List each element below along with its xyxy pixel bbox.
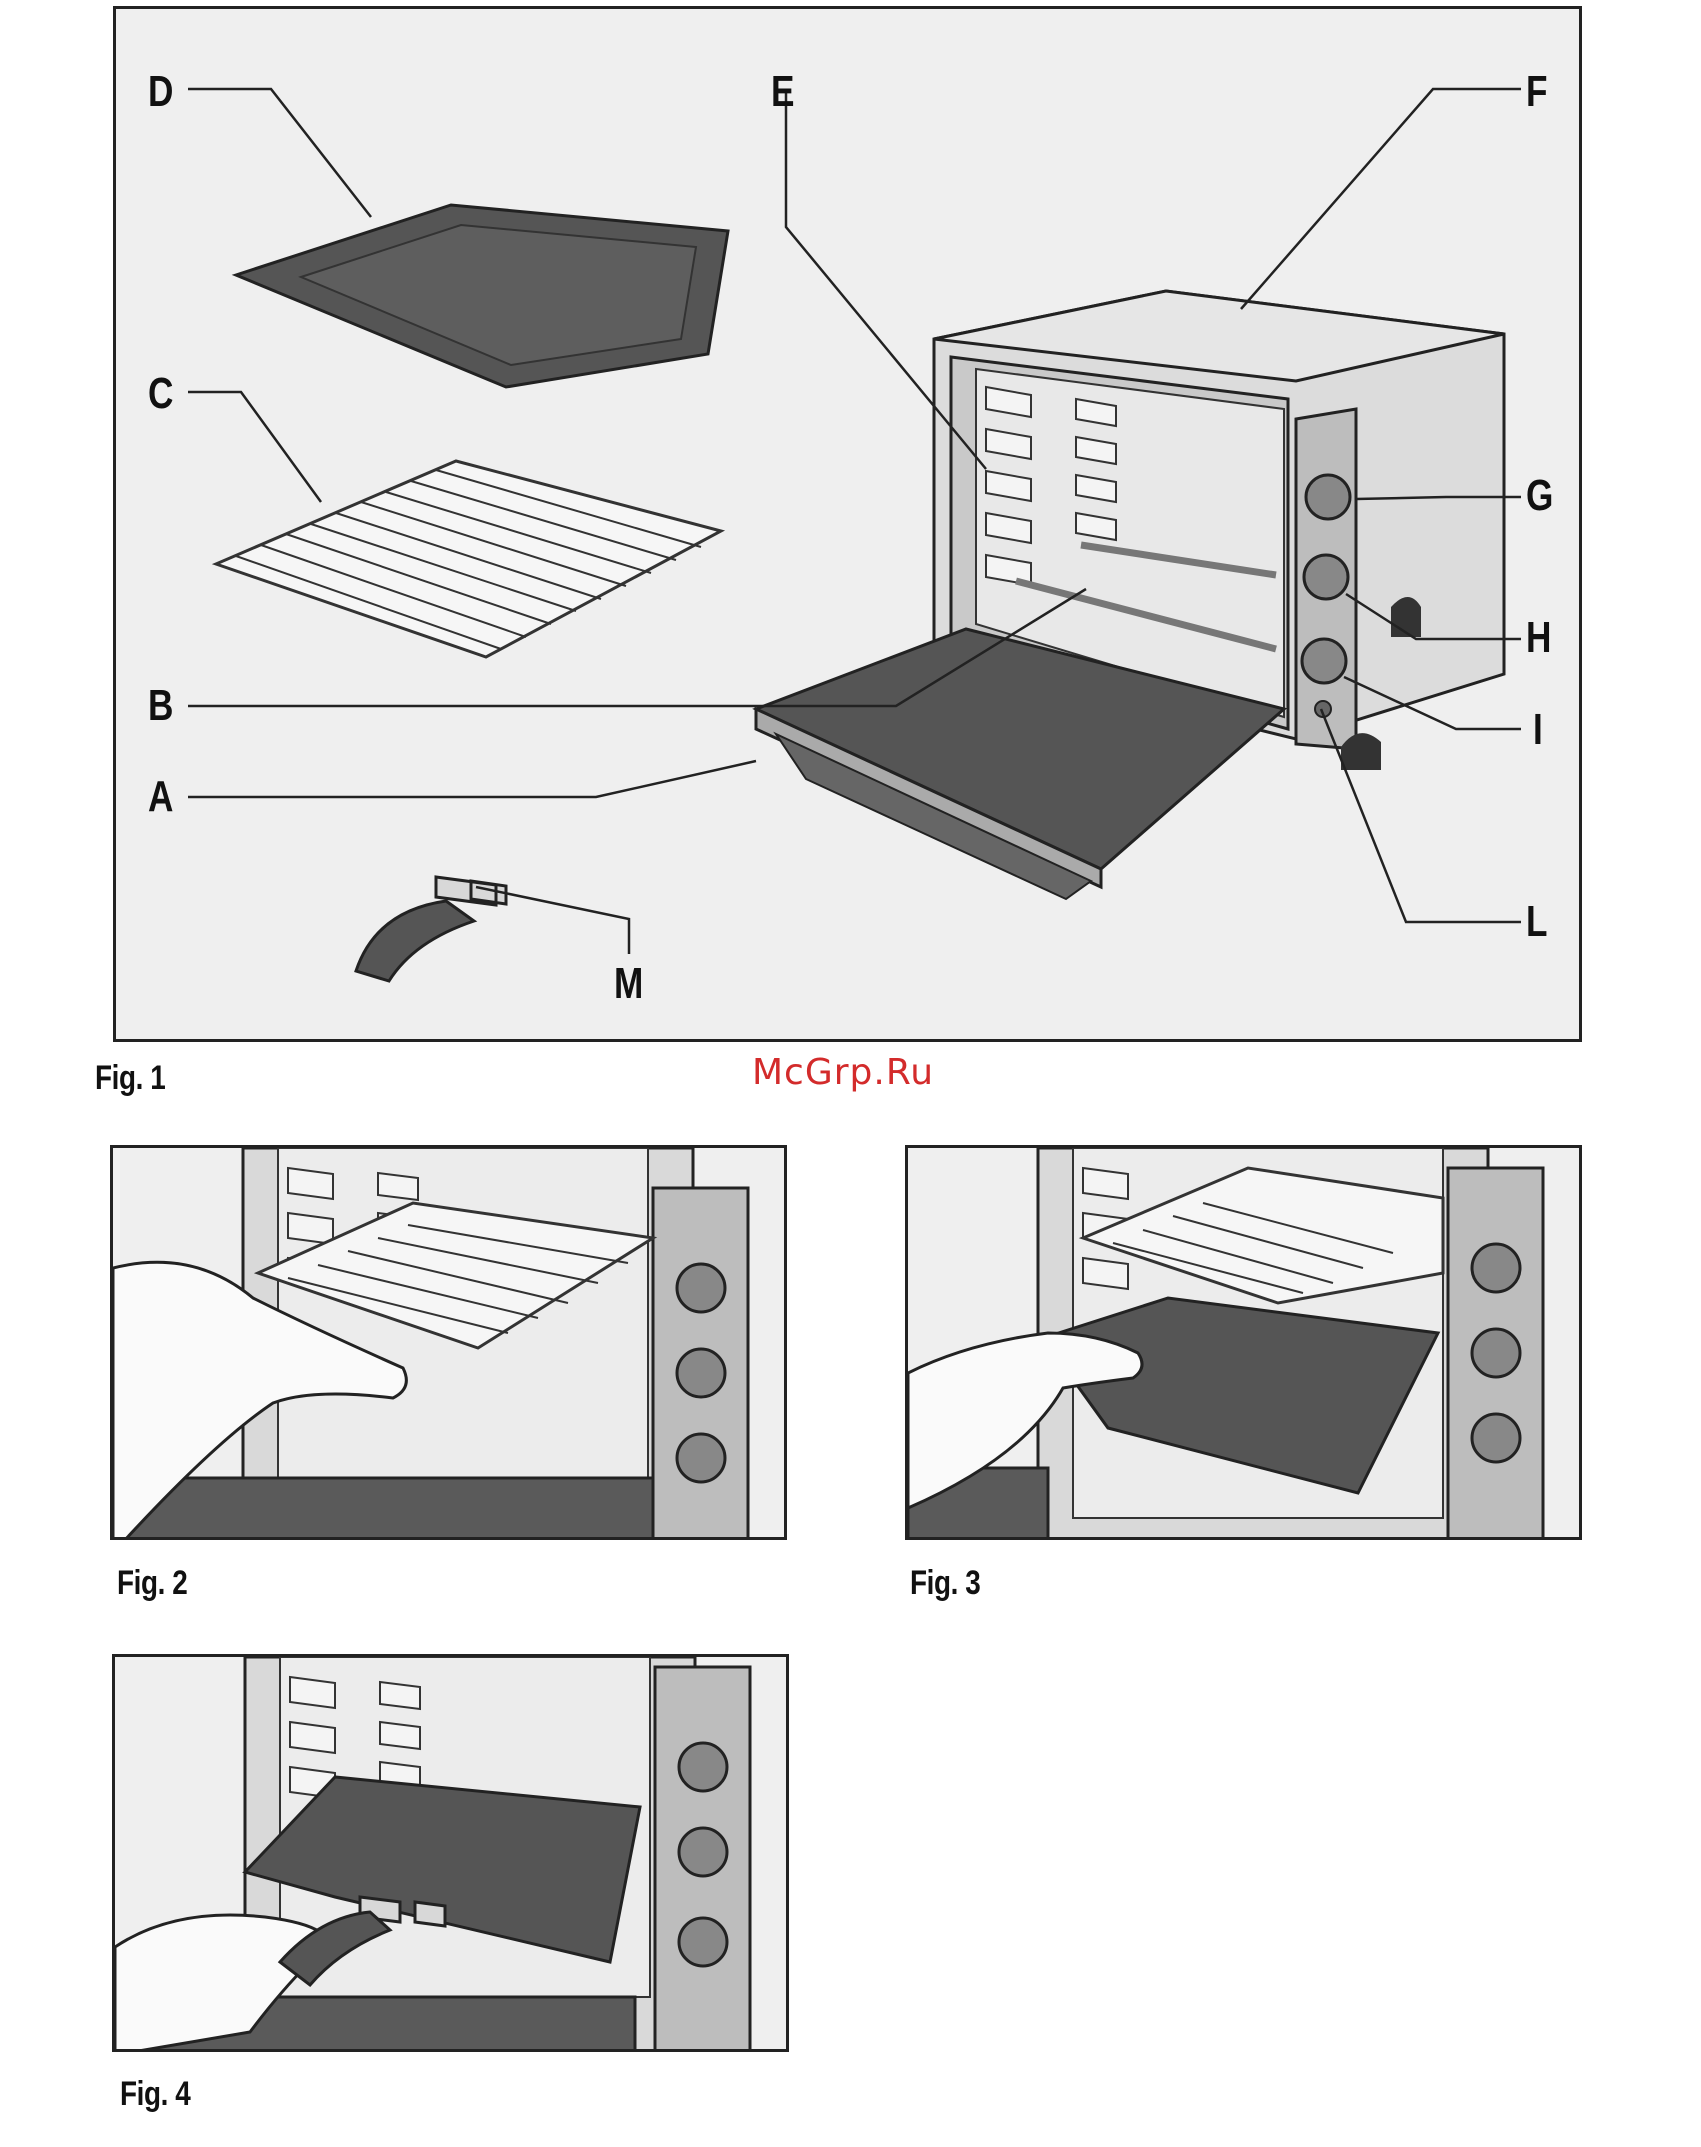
figure-4-caption: Fig. 4 (120, 2075, 190, 2114)
label-L: L (1526, 897, 1548, 947)
figure-2-panel (110, 1145, 787, 1540)
figure-1-caption: Fig. 1 (95, 1059, 165, 1098)
figure-4-panel (112, 1654, 789, 2052)
label-M: M (614, 959, 643, 1009)
figure-1-panel: D C B A E F G H I L M (113, 6, 1582, 1042)
figure-2-drawing (113, 1148, 787, 1540)
label-H: H (1526, 613, 1551, 663)
label-F: F (1526, 67, 1548, 117)
tray-handle-illustration (356, 877, 506, 981)
label-E: E (771, 67, 794, 117)
baking-tray-illustration (236, 205, 728, 387)
watermark-text: McGrp.Ru (752, 1052, 934, 1093)
label-I: I (1533, 705, 1543, 755)
label-D: D (148, 67, 173, 117)
oven-illustration (756, 291, 1504, 899)
figure-4-drawing (115, 1657, 789, 2052)
label-A: A (148, 772, 173, 822)
figure-3-caption: Fig. 3 (910, 1564, 980, 1603)
label-G: G (1526, 471, 1553, 521)
wire-rack-illustration (216, 461, 721, 657)
figure-3-panel (905, 1145, 1582, 1540)
figure-2-caption: Fig. 2 (117, 1564, 187, 1603)
figure-1-drawing (116, 9, 1582, 1042)
label-B: B (148, 681, 173, 731)
label-C: C (148, 369, 173, 419)
figure-3-drawing (908, 1148, 1582, 1540)
